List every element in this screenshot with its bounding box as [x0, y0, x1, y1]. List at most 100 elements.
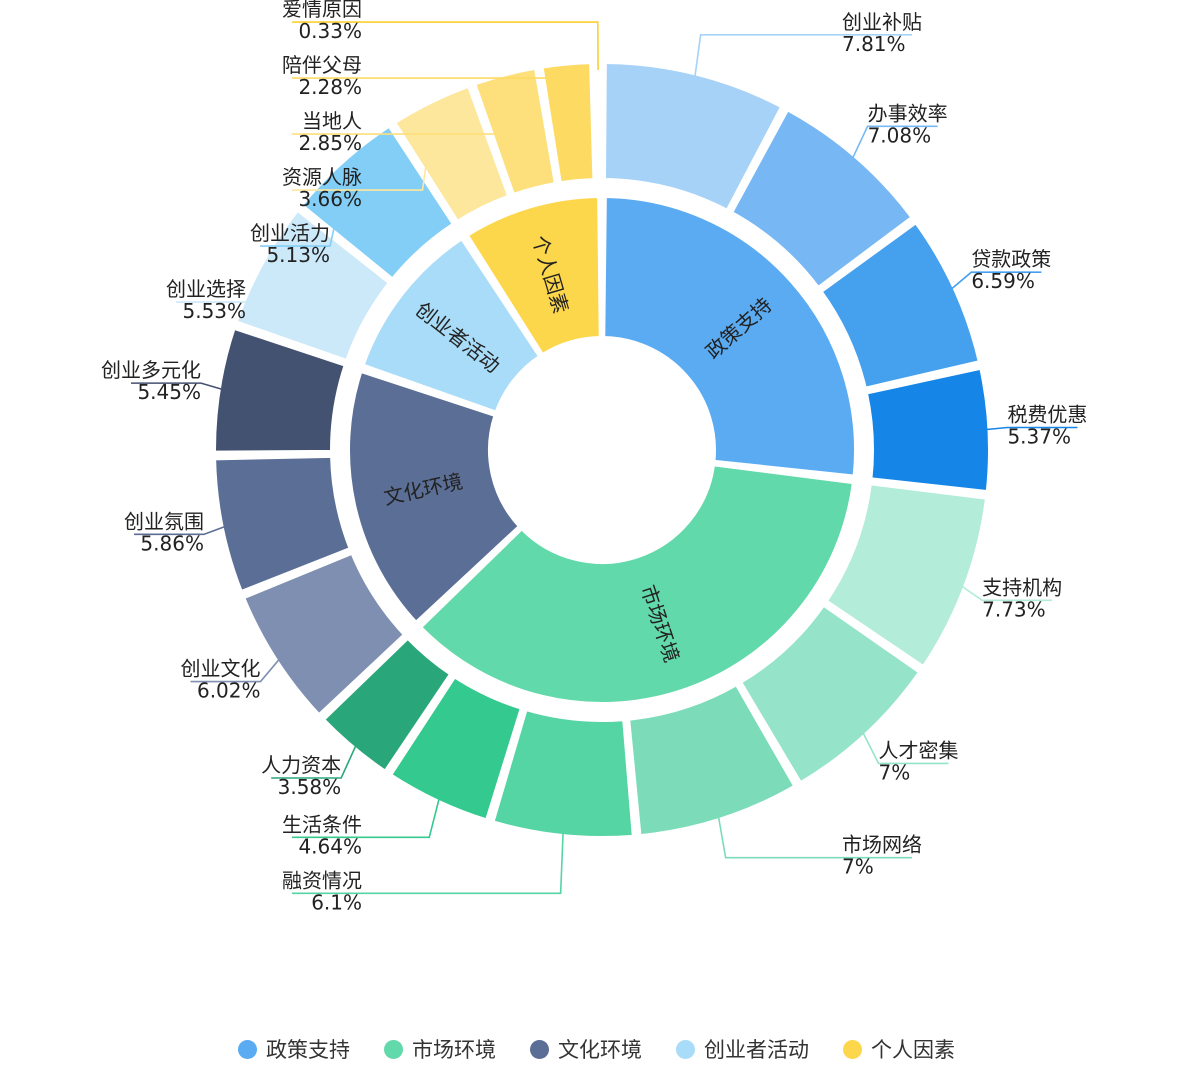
- inner-ring: [346, 194, 858, 706]
- inner-slice-0[interactable]: [601, 194, 858, 479]
- outer-slice-value: 7.08%: [868, 123, 932, 147]
- leader-line: [292, 82, 508, 135]
- outer-slice-value: 0.33%: [298, 19, 362, 43]
- outer-slice-8[interactable]: [388, 674, 524, 823]
- leader-line: [133, 524, 230, 536]
- outer-slice-12[interactable]: [212, 325, 348, 455]
- legend-swatch: [384, 1039, 403, 1059]
- legend-swatch: [676, 1039, 695, 1059]
- leader-line: [849, 125, 938, 163]
- outer-slice-11[interactable]: [212, 453, 353, 595]
- outer-slice-name: 贷款政策: [971, 247, 1051, 271]
- outer-slice-value: 2.28%: [298, 75, 362, 99]
- outer-slice-0[interactable]: [601, 60, 785, 213]
- outer-slice-5[interactable]: [738, 602, 923, 786]
- leader-line: [292, 793, 442, 839]
- outer-slice-name: 创业多元化: [101, 358, 201, 382]
- leader-line: [260, 167, 349, 247]
- outer-slice-value: 5.86%: [140, 531, 204, 555]
- outer-slice-name: 创业补贴: [842, 10, 922, 34]
- outer-slice-value: 7.81%: [842, 32, 906, 56]
- outer-slice-10[interactable]: [241, 550, 408, 718]
- outer-slice-17[interactable]: [539, 60, 597, 186]
- inner-slice-4[interactable]: [464, 194, 603, 358]
- outer-slice-value: 4.64%: [298, 834, 362, 858]
- leader-line: [190, 655, 284, 683]
- outer-slice-name: 陪伴父母: [282, 53, 362, 77]
- outer-slice-value: 6.1%: [311, 890, 362, 914]
- outer-slice-13[interactable]: [233, 207, 393, 364]
- outer-slice-18[interactable]: [594, 60, 603, 183]
- leader-line: [860, 727, 949, 765]
- outer-slice-value: 7%: [879, 760, 911, 784]
- outer-slice-value: 7%: [842, 855, 874, 879]
- outer-ring: [212, 60, 992, 840]
- outer-slice-value: 7.73%: [982, 597, 1046, 621]
- outer-slice-value: 5.45%: [137, 380, 201, 404]
- leader-line: [130, 382, 227, 392]
- outer-slice-value: 5.37%: [1007, 424, 1071, 448]
- outer-slice-name: 生活条件: [282, 812, 362, 836]
- legend-label: 政策支持: [266, 1038, 350, 1062]
- outer-slice-name: 融资情况: [282, 868, 362, 892]
- legend-item[interactable]: 市场环境: [384, 1034, 496, 1064]
- outer-slice-name: 爱情原因: [282, 0, 362, 21]
- outer-slice-name: 创业氛围: [124, 509, 204, 533]
- leader-line: [957, 582, 1053, 602]
- outer-slice-name: 市场网络: [842, 833, 922, 857]
- leader-line: [693, 34, 912, 82]
- outer-slice-value: 3.66%: [298, 187, 362, 211]
- leader-line: [271, 740, 359, 779]
- outer-slice-value: 2.85%: [298, 131, 362, 155]
- leader-line: [292, 71, 568, 79]
- leader-line: [292, 827, 565, 895]
- outer-slice-value: 6.59%: [971, 269, 1035, 293]
- outer-slice-value: 6.02%: [197, 679, 261, 703]
- outer-slice-7[interactable]: [490, 707, 636, 840]
- legend-item[interactable]: 创业者活动: [676, 1034, 809, 1064]
- legend-swatch: [238, 1039, 257, 1059]
- leader-lines: [130, 21, 1078, 895]
- outer-slice-name: 创业活力: [250, 221, 330, 245]
- outer-slice-6[interactable]: [626, 682, 798, 839]
- outer-slice-4[interactable]: [823, 481, 990, 670]
- leader-line: [292, 109, 435, 191]
- legend-label: 文化环境: [558, 1038, 642, 1062]
- outer-slice-name: 当地人: [302, 109, 362, 133]
- inner-slice-1[interactable]: [417, 462, 856, 706]
- outer-slice-name: 支持机构: [982, 575, 1062, 599]
- outer-slice-name: 税费优惠: [1007, 402, 1087, 426]
- outer-slice-value: 5.13%: [266, 243, 330, 267]
- leader-line: [292, 21, 599, 71]
- outer-slice-1[interactable]: [728, 107, 915, 291]
- legend-swatch: [843, 1039, 862, 1059]
- leader-line: [176, 266, 270, 303]
- inner-slice-3[interactable]: [360, 236, 543, 415]
- leader-line: [947, 271, 1042, 293]
- outer-slice-9[interactable]: [320, 635, 454, 774]
- leader-line: [716, 811, 912, 859]
- legend-swatch: [530, 1039, 549, 1059]
- legend-item[interactable]: 政策支持: [238, 1034, 350, 1064]
- outer-slice-2[interactable]: [818, 220, 982, 391]
- legend-item[interactable]: 个人因素: [843, 1034, 955, 1064]
- outer-slice-name: 人才密集: [879, 738, 959, 762]
- legend: 政策支持 市场环境 文化环境 创业者活动 个人因素: [0, 1032, 1193, 1066]
- outer-slice-14[interactable]: [299, 123, 456, 282]
- outer-slice-name: 创业文化: [181, 657, 261, 681]
- legend-label: 市场环境: [412, 1038, 496, 1062]
- legend-item[interactable]: 文化环境: [530, 1034, 642, 1064]
- outer-slice-name: 办事效率: [868, 101, 948, 125]
- outer-slice-name: 人力资本: [261, 753, 341, 777]
- inner-slice-2[interactable]: [346, 368, 523, 626]
- outer-slice-value: 5.53%: [183, 299, 247, 323]
- outer-slice-3[interactable]: [863, 365, 992, 495]
- outer-slice-value: 3.58%: [278, 775, 342, 799]
- legend-label: 个人因素: [871, 1038, 955, 1062]
- leader-line: [981, 426, 1078, 431]
- outer-slice-15[interactable]: [392, 83, 512, 225]
- legend-label: 创业者活动: [704, 1038, 809, 1062]
- outer-slice-name: 资源人脉: [282, 165, 362, 189]
